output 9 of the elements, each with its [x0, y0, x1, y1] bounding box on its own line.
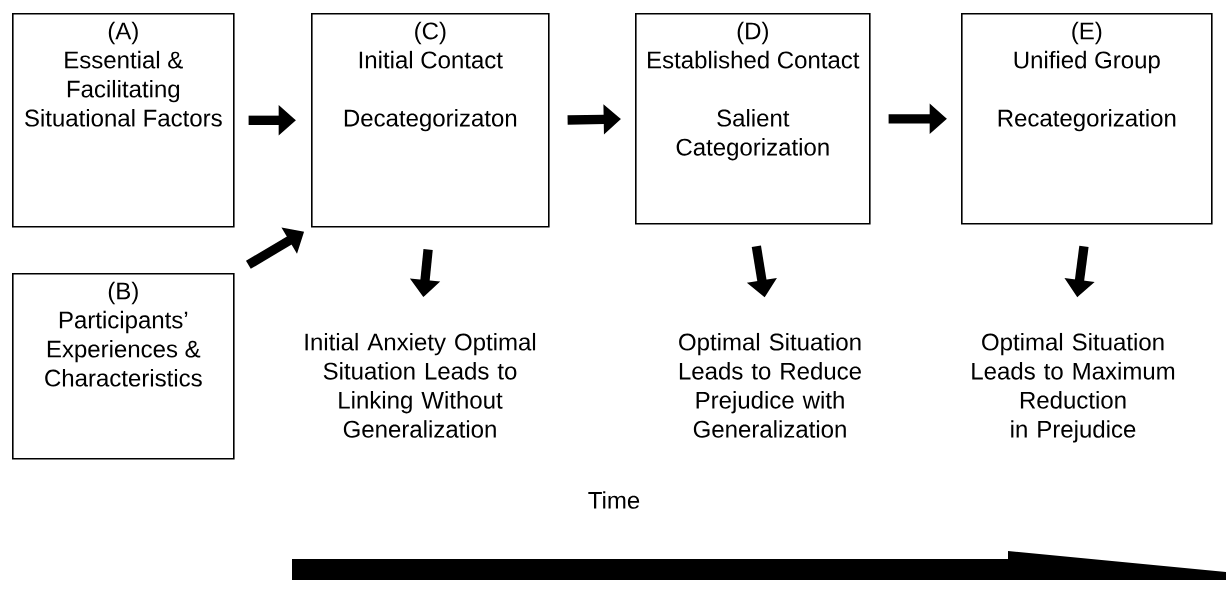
outcome-text: Initial Anxiety Optimal Situation Leads to Linking Without Generalization: [305, 332, 536, 438]
axis-label: Time: [588, 491, 640, 509]
outcome-text: Optimal Situation Leads to Maximum Reduction in Prejudice: [972, 332, 1175, 443]
process-box: (E) Unified Group Recategorization: [961, 13, 1213, 225]
process-box: (B) Participants’ Experiences & Characteristics: [12, 273, 235, 460]
process-box: (A) Essential & Facilitating Situational Factors: [12, 13, 235, 228]
process-box: (D) Established Contact Salient Categorization: [635, 13, 871, 225]
outcome-text: Optimal Situation Leads to Reduce Prejudice with Generalization: [679, 332, 861, 438]
process-box: (C) Initial Contact Decategorizaton: [311, 13, 550, 228]
